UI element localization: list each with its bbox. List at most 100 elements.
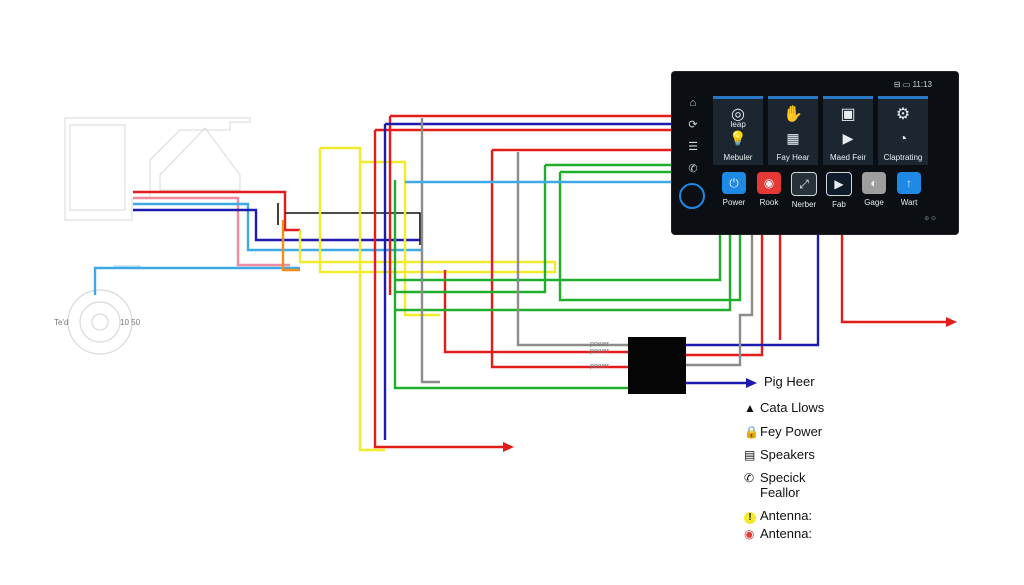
tile-label: Fay Hear — [776, 153, 810, 162]
wire-gray-a — [420, 118, 440, 384]
wire-pink-left — [133, 196, 290, 267]
warning-icon: ◎ — [731, 106, 745, 123]
legend-item: Pig Heer — [764, 374, 815, 389]
refresh-side-icon[interactable]: ⟳ — [688, 119, 698, 131]
maps-icon: ⤢ — [791, 172, 817, 196]
wire-red-main — [373, 128, 672, 449]
connector-label: power — [590, 348, 610, 355]
unit-footnote: ⊕ ⊖ — [924, 216, 936, 222]
menu-side-icon[interactable]: ☰ — [688, 141, 698, 153]
wire-red-b — [388, 114, 672, 295]
arrow-red-bottom — [503, 442, 514, 452]
wire-red-right1 — [686, 234, 764, 357]
play-icon: ▶ — [826, 172, 852, 196]
legend-label: Pig Heer — [764, 374, 815, 389]
wire-green-c — [558, 170, 742, 302]
app-power[interactable]: ⏻ Power — [716, 172, 752, 207]
app-label: Gage — [864, 198, 884, 207]
wire-green-b — [395, 163, 672, 294]
record-icon: ◉ — [744, 527, 755, 541]
head-unit-screen[interactable]: ⊟ ▭ 11:13 ⌂ ⟳ ☰ ✆ ◎ 💡 Mebuler Ieap ✋ ▦ F… — [672, 72, 958, 234]
wire-orange — [281, 220, 300, 272]
legend-label: Antenna: — [760, 508, 813, 523]
settings-icon: ⚙ — [895, 106, 911, 123]
legend-item: ▤ Speakers — [744, 447, 815, 462]
tile-label: Ieap — [730, 120, 746, 129]
arrow-blue-legend — [746, 378, 757, 388]
speaker-label-left: Te'd — [54, 318, 69, 327]
app-nerber[interactable]: ⤢ Nerber — [786, 172, 822, 209]
legend-label: Feallor — [760, 485, 800, 500]
game-icon: ◐ — [862, 172, 886, 194]
home-button[interactable] — [679, 183, 705, 209]
tile-settings[interactable]: ⚙ ◔ Claptrating — [878, 96, 928, 165]
wire-red-left — [133, 190, 300, 232]
app-wart[interactable]: ↑ Wart — [891, 172, 927, 207]
legend-label: Antenna: — [760, 526, 813, 541]
tile-label: Maed Feir — [829, 153, 866, 162]
legend-item: ! Antenna: — [744, 508, 812, 524]
tile-warning[interactable]: ◎ 💡 Mebuler — [713, 96, 763, 165]
app-gage[interactable]: ◐ Gage — [856, 172, 892, 207]
cable-label: ≈≈≈≈≈≈≈ — [114, 264, 141, 271]
app-label: Rook — [759, 198, 779, 207]
wires — [93, 114, 948, 452]
wire-gray-c — [686, 234, 754, 367]
tile-grid-app[interactable]: ✋ ▦ Fay Hear — [768, 96, 818, 165]
wire-blue-left — [133, 208, 420, 242]
tile-label: Mebuler — [723, 153, 753, 162]
legend-item: ▲ Cata Llows — [744, 400, 824, 415]
app-label: Fab — [832, 200, 846, 209]
app-label: Wart — [900, 198, 918, 207]
ecu-outline — [64, 117, 251, 221]
speaker-icon: ▤ — [744, 448, 756, 462]
hand-icon: ✋ — [783, 106, 803, 123]
tile-media[interactable]: ▣ ▶ Maed Feir — [823, 96, 873, 165]
wire-green-d — [395, 234, 732, 312]
legend-label: Speakers — [760, 447, 815, 462]
side-controls: ⌂ ⟳ ☰ ✆ — [682, 92, 704, 180]
nav-icon: ↑ — [897, 172, 921, 194]
wire-green-e — [395, 234, 722, 282]
tile-label: Claptrating — [883, 153, 923, 162]
phone-icon: ✆ — [744, 471, 755, 485]
wire-red-c — [443, 270, 628, 354]
wire-red-out — [840, 234, 948, 324]
connector-label: power — [590, 363, 610, 370]
wire-lightblue-left — [133, 202, 422, 252]
warning-icon: ▲ — [744, 401, 756, 415]
chrome-icon: ◉ — [757, 172, 781, 194]
legend-item: ✆ Specick — [744, 470, 806, 485]
legend-label: Fey Power — [760, 424, 823, 439]
alert-icon: ! — [744, 512, 756, 524]
speaker-outline — [67, 289, 133, 355]
legend-label: Specick — [760, 470, 806, 485]
dial-icon: ◔ — [898, 130, 908, 146]
speaker-label-right: 10 50 — [120, 318, 141, 327]
wire-blue-b — [686, 234, 820, 347]
arrowheads — [503, 317, 957, 452]
wire-blue-a — [383, 122, 672, 440]
wire-gray-b — [516, 152, 628, 347]
wire-yellow-b — [298, 148, 557, 274]
connector-label: power — [590, 341, 610, 348]
arrow-red-right — [946, 317, 957, 327]
app-rook[interactable]: ◉ Rook — [751, 172, 787, 207]
phone-side-icon[interactable]: ✆ — [688, 163, 698, 175]
app-label: Nerber — [791, 200, 817, 209]
lock-icon: 🔒 — [744, 425, 759, 439]
home-side-icon[interactable]: ⌂ — [689, 97, 697, 109]
wire-green-a — [393, 180, 628, 390]
legend-item: 🔒Fey Power — [744, 424, 822, 439]
legend-label: Cata Llows — [760, 400, 825, 415]
legend-item: ◉ Antenna: — [744, 526, 812, 541]
legend-item: Feallor — [760, 485, 800, 500]
wire-red-d — [490, 148, 672, 369]
status-bar: ⊟ ▭ 11:13 — [893, 80, 932, 89]
app-fab[interactable]: ▶ Fab — [821, 172, 857, 209]
media-icon: ▶ — [842, 130, 854, 146]
document-icon: ▣ — [840, 106, 856, 123]
wire-lightblue-speaker — [93, 266, 300, 295]
junction-box — [628, 337, 686, 394]
